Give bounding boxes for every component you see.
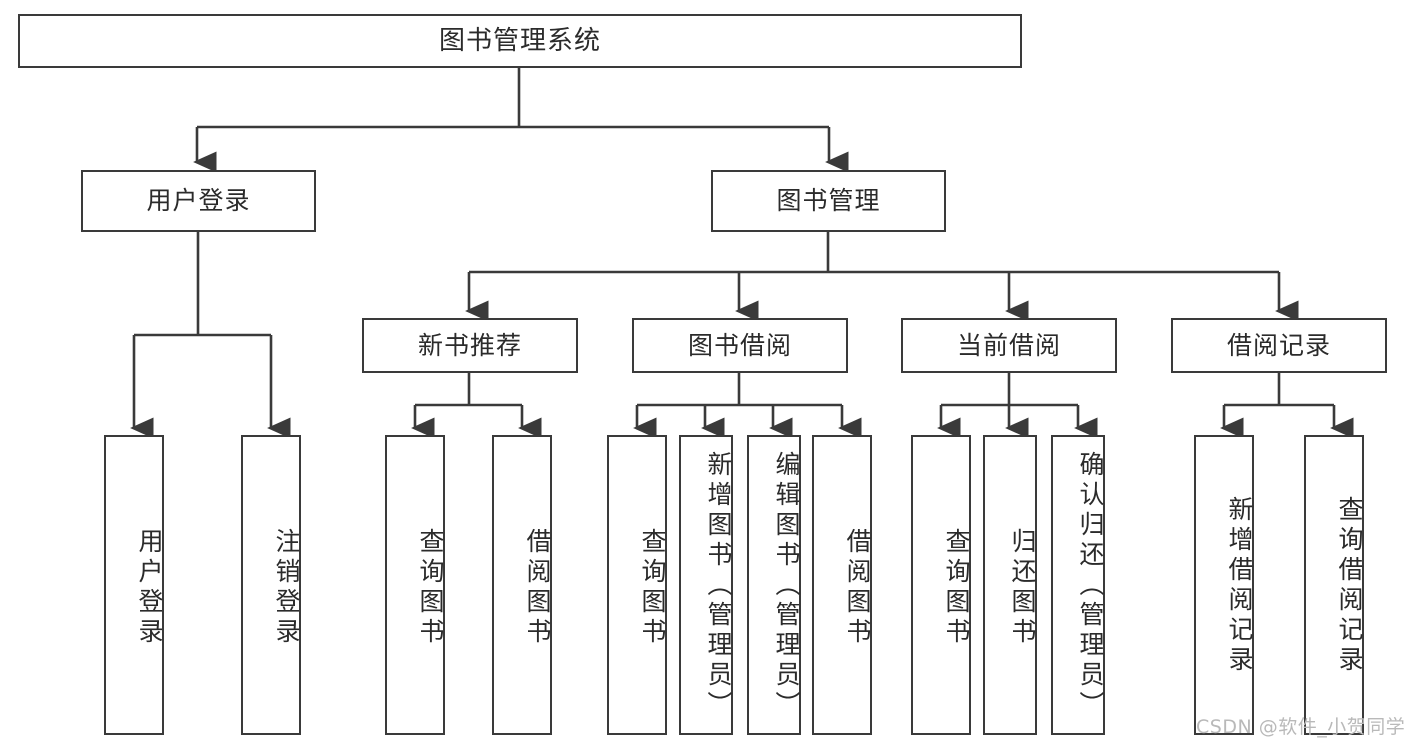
node-book-borrow[interactable]: 图书借阅: [632, 318, 848, 373]
leaf-borrow-add-book-admin[interactable]: 新增图书（管理员）: [679, 435, 733, 735]
node-current-borrow[interactable]: 当前借阅: [901, 318, 1117, 373]
leaf-recommend-query-book[interactable]: 查询图书: [385, 435, 445, 735]
node-book-management[interactable]: 图书管理: [711, 170, 946, 232]
leaf-current-confirm-return-admin[interactable]: 确认归还（管理员）: [1051, 435, 1105, 735]
leaf-record-query-borrow-record[interactable]: 查询借阅记录: [1304, 435, 1364, 735]
node-user-login[interactable]: 用户登录: [81, 170, 316, 232]
leaf-current-query-book[interactable]: 查询图书: [911, 435, 971, 735]
leaf-current-return-book[interactable]: 归还图书: [983, 435, 1037, 735]
leaf-user-login[interactable]: 用户登录: [104, 435, 164, 735]
leaf-record-add-borrow-record[interactable]: 新增借阅记录: [1194, 435, 1254, 735]
leaf-borrow-query-book[interactable]: 查询图书: [607, 435, 667, 735]
node-new-book-recommend[interactable]: 新书推荐: [362, 318, 578, 373]
leaf-logout-login[interactable]: 注销登录: [241, 435, 301, 735]
leaf-recommend-borrow-book[interactable]: 借阅图书: [492, 435, 552, 735]
node-borrow-record[interactable]: 借阅记录: [1171, 318, 1387, 373]
leaf-borrow-edit-book-admin[interactable]: 编辑图书（管理员）: [747, 435, 801, 735]
leaf-borrow-borrow-book[interactable]: 借阅图书: [812, 435, 872, 735]
node-root-system[interactable]: 图书管理系统: [18, 14, 1022, 68]
watermark-text: CSDN @软件_小贺同学: [1196, 716, 1405, 738]
